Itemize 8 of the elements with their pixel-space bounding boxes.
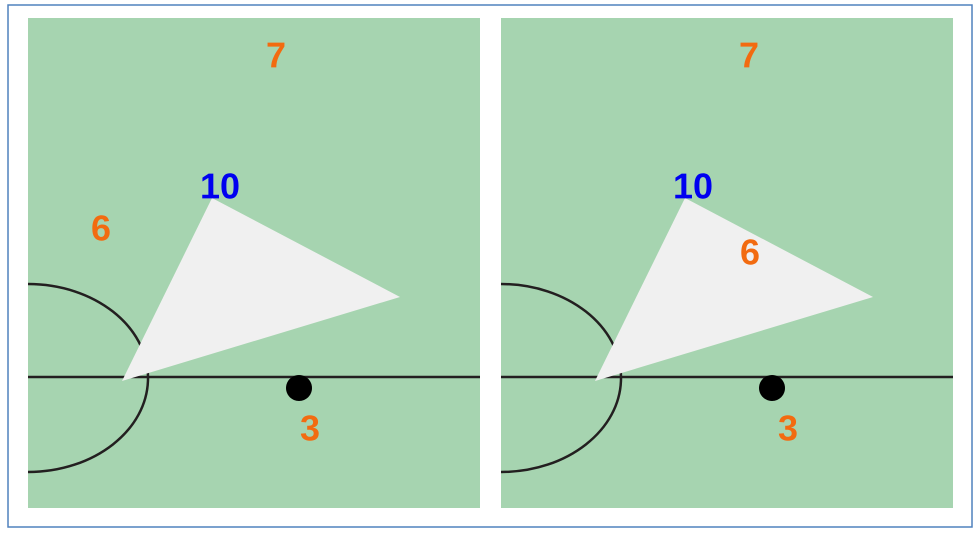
number-label: 6 [92,215,110,241]
number-label: 7 [268,42,284,68]
number-label: 3 [778,415,797,441]
number-label: 7 [740,42,758,68]
number-label: 6 [741,239,759,265]
number-label: 3 [300,415,319,441]
number-label: 10 [675,173,712,199]
number-label: 10 [202,173,239,199]
